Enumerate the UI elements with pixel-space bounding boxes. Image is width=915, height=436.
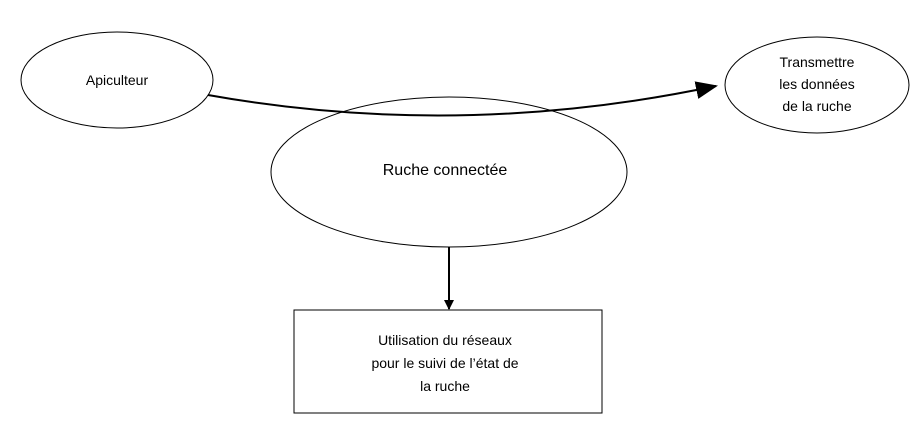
node-transmettre: Transmettre les données de la ruche bbox=[724, 36, 910, 134]
node-apiculteur: Apiculteur bbox=[20, 31, 214, 129]
node-apiculteur-shape bbox=[20, 31, 214, 129]
node-apiculteur-label: Apiculteur bbox=[86, 72, 149, 88]
node-transmettre-label-line2: les données bbox=[779, 76, 855, 92]
node-utilisation-label-line2: pour le suivi de l’état de bbox=[371, 355, 518, 371]
node-transmettre-shape bbox=[724, 36, 910, 134]
node-utilisation: Utilisation du réseaux pour le suivi de … bbox=[293, 309, 603, 414]
node-transmettre-label-line3: de la ruche bbox=[782, 98, 851, 114]
edge-apiculteur-transmettre bbox=[207, 81, 718, 117]
node-utilisation-label-line1: Utilisation du réseaux bbox=[378, 332, 512, 348]
node-ruche: Ruche connectée bbox=[270, 96, 628, 248]
node-ruche-label: Ruche connectée bbox=[383, 162, 508, 179]
node-transmettre-label-line1: Transmettre bbox=[780, 54, 855, 70]
node-utilisation-label-line3: la ruche bbox=[420, 378, 470, 394]
node-utilisation-shape bbox=[293, 309, 603, 414]
